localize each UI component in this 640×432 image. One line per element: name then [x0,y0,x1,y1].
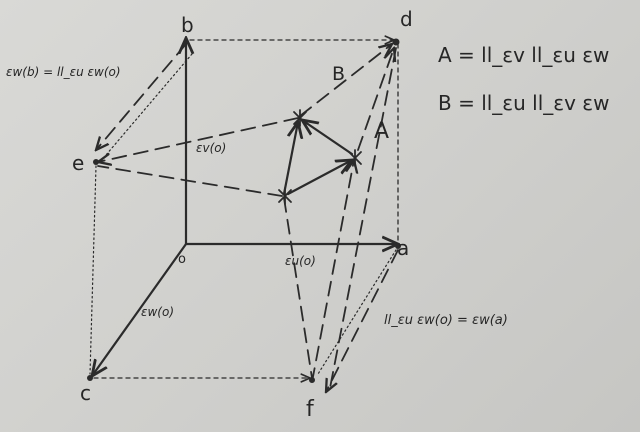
label-ew-o: εw(o) [141,305,174,319]
edge-a-f-dotted [317,249,397,375]
label-d: d [400,7,413,31]
dot-f [309,377,315,383]
star-p3 [278,187,292,205]
edge-a-f [326,249,399,392]
star-p2 [348,149,362,167]
label-c: c [80,381,91,405]
edge-f-to-mid [311,160,354,383]
label-a-f: ll_εu εw(o) = εw(a) [384,313,508,328]
tri-p3-p1 [282,122,298,196]
label-b-e: εw(b) = ll_εu εw(o) [6,65,121,79]
label-ev-o: εv(o) [196,141,226,155]
star-p1 [293,109,307,127]
edge-p3-to-e [97,165,283,197]
dot-c [87,375,93,381]
dot-a [395,243,401,249]
axis-o-c [92,242,188,376]
tri-p3-p2 [286,160,352,196]
edge-p1-to-d [299,44,392,117]
label-eu-o: εu(o) [285,254,316,268]
edge-d-down [329,47,397,389]
tri-p1-p2 [302,120,354,156]
edge-b-e [96,43,187,150]
equation-B: B = ll_εu ll_εv εw [438,91,609,115]
label-b: b [181,13,194,37]
dot-e [93,159,99,165]
edge-p1-to-e [98,117,299,162]
label-curve-B: B [332,63,345,85]
label-e: e [72,151,84,175]
edge-e-c [89,165,97,375]
label-curve-A: A [374,119,389,144]
edge-mid-to-d [357,48,394,151]
equation-A: A = ll_εv ll_εu εw [438,43,609,67]
dot-d [392,38,400,46]
label-a: a [397,236,409,260]
label-o: o [178,252,186,267]
label-f: f [306,397,315,422]
edge-b-e-dotted [99,53,193,163]
edge-p3-to-f [283,197,313,379]
